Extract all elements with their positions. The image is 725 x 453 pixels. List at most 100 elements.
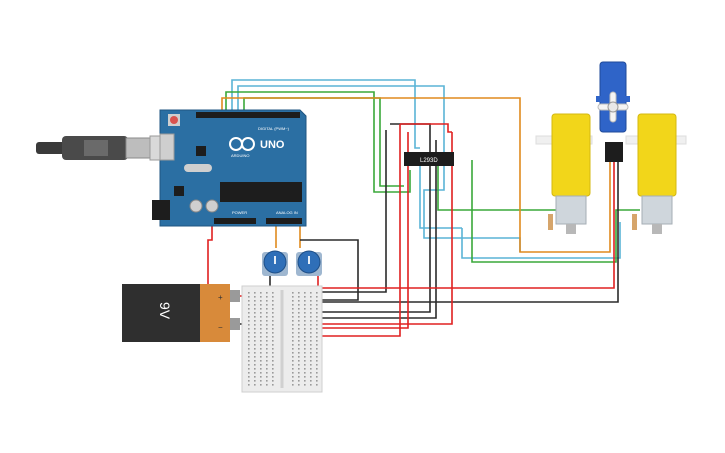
breadboard-hole (260, 308, 262, 310)
wire-black-3 (318, 130, 387, 293)
breadboard-hole (304, 344, 306, 346)
breadboard-hole (304, 332, 306, 334)
breadboard-hole (272, 300, 274, 302)
battery-plus-sign: + (218, 293, 223, 302)
breadboard-hole (298, 376, 300, 378)
breadboard-hole (292, 328, 294, 330)
breadboard-hole (260, 356, 262, 358)
breadboard-hole (292, 336, 294, 338)
capacitor-1 (189, 199, 203, 213)
breadboard-hole (298, 296, 300, 298)
servo-motor[interactable] (596, 61, 630, 162)
breadboard-hole (272, 356, 274, 358)
breadboard-hole (298, 384, 300, 386)
battery-9v[interactable]: + − 9V (122, 284, 240, 342)
breadboard-hole (272, 360, 274, 362)
breadboard-hole (298, 316, 300, 318)
breadboard-hole (260, 320, 262, 322)
breadboard-hole (304, 304, 306, 306)
breadboard-hole (310, 320, 312, 322)
breadboard-hole (272, 336, 274, 338)
breadboard-hole (260, 324, 262, 326)
breadboard-hole (304, 368, 306, 370)
breadboard-hole (292, 316, 294, 318)
breadboard[interactable] (241, 285, 323, 393)
breadboard-hole (272, 376, 274, 378)
breadboard-hole (248, 332, 250, 334)
dc-motor-left[interactable] (535, 113, 593, 234)
breadboard-hole (292, 296, 294, 298)
wire-red-1 (207, 226, 213, 284)
breadboard-hole (248, 308, 250, 310)
breadboard-hole (254, 348, 256, 350)
breadboard-hole (304, 380, 306, 382)
breadboard-hole (254, 384, 256, 386)
breadboard-hole (298, 320, 300, 322)
breadboard-hole (298, 344, 300, 346)
l293d-driver[interactable]: L293D (404, 152, 454, 166)
breadboard-hole (292, 320, 294, 322)
breadboard-hole (292, 304, 294, 306)
breadboard-hole (316, 384, 318, 386)
wire-cyan-4 (461, 222, 621, 259)
breadboard-holes (248, 292, 318, 386)
breadboard-hole (316, 336, 318, 338)
breadboard-hole (248, 352, 250, 354)
breadboard-hole (248, 384, 250, 386)
breadboard-hole (316, 328, 318, 330)
breadboard-hole (248, 340, 250, 342)
breadboard-hole (316, 312, 318, 314)
breadboard-hole (266, 308, 268, 310)
breadboard-hole (316, 300, 318, 302)
breadboard-hole (266, 360, 268, 362)
breadboard-hole (260, 328, 262, 330)
breadboard-hole (310, 328, 312, 330)
breadboard-hole (310, 384, 312, 386)
breadboard-hole (260, 340, 262, 342)
breadboard-hole (248, 320, 250, 322)
breadboard-hole (260, 312, 262, 314)
breadboard-hole (260, 376, 262, 378)
wire-cyan-3 (419, 160, 462, 229)
breadboard-hole (310, 372, 312, 374)
breadboard-hole (316, 320, 318, 322)
breadboard-hole (304, 364, 306, 366)
wire-green-1 (225, 91, 411, 193)
breadboard-hole (310, 344, 312, 346)
breadboard-hole (266, 304, 268, 306)
breadboard-hole (260, 344, 262, 346)
breadboard-hole (316, 364, 318, 366)
potentiometer-1[interactable] (262, 250, 288, 276)
motor-left-resistor (548, 214, 553, 230)
breadboard-hole (310, 336, 312, 338)
breadboard-hole (292, 372, 294, 374)
breadboard-hole (260, 380, 262, 382)
breadboard-hole (316, 372, 318, 374)
breadboard-hole (310, 340, 312, 342)
breadboard-hole (272, 304, 274, 306)
breadboard-hole (304, 320, 306, 322)
potentiometer-2[interactable] (296, 250, 322, 276)
atmega-chip (220, 182, 302, 202)
breadboard-hole (254, 300, 256, 302)
breadboard-hole (304, 296, 306, 298)
breadboard-hole (260, 372, 262, 374)
breadboard-hole (254, 360, 256, 362)
breadboard-hole (254, 304, 256, 306)
wire-black-4 (318, 140, 437, 319)
arduino-board[interactable]: UNO ARDUINO DIGITAL (PWM~) POWER ANALOG … (152, 109, 307, 227)
analog-header (266, 218, 302, 224)
breadboard-hole (298, 332, 300, 334)
breadboard-hole (316, 296, 318, 298)
breadboard-hole (298, 352, 300, 354)
breadboard-hole (292, 384, 294, 386)
breadboard-hole (304, 308, 306, 310)
breadboard-hole (266, 328, 268, 330)
breadboard-hole (310, 360, 312, 362)
dc-motor-right[interactable] (625, 113, 687, 234)
analog-pins-label: ANALOG IN (276, 210, 298, 215)
servo-horn-icon[interactable] (597, 91, 629, 123)
breadboard-hole (248, 336, 250, 338)
breadboard-hole (316, 304, 318, 306)
breadboard-hole (316, 344, 318, 346)
